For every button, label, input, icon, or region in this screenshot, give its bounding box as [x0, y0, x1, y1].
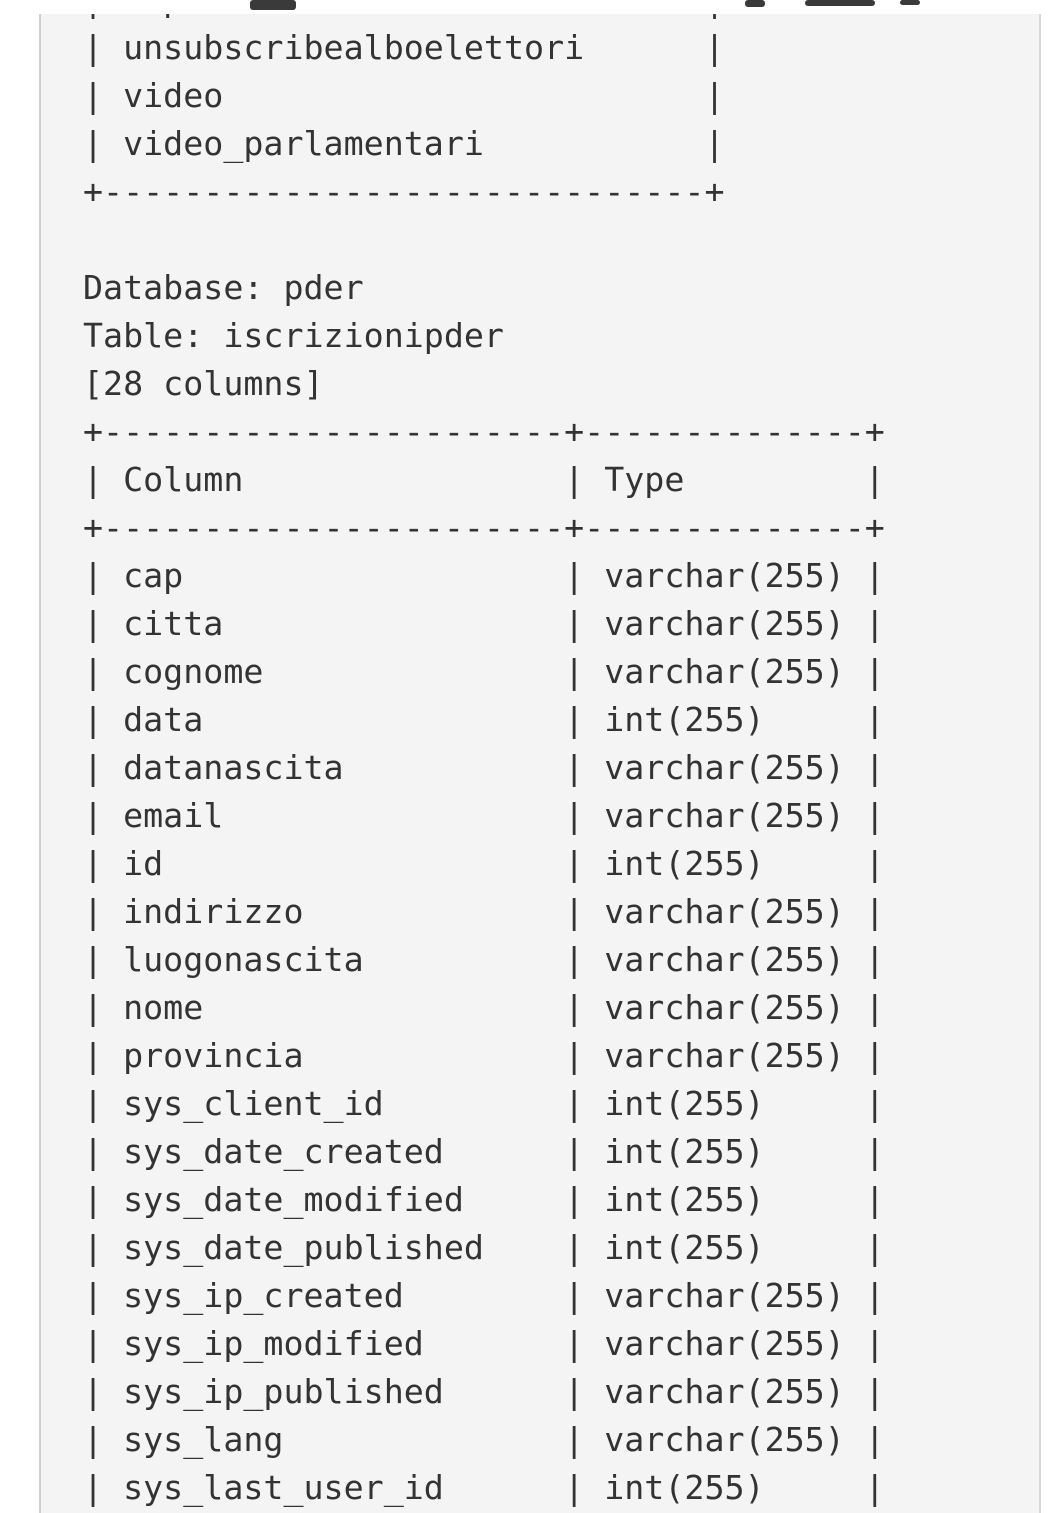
output-line: | nome | varchar(255) | — [83, 988, 885, 1027]
output-line: | indirizzo | varchar(255) | — [83, 892, 885, 931]
output-line: | sys_date_modified | int(255) | — [83, 1180, 885, 1219]
code-output-block: | tiporesta | | unsubscribealboelettori |… — [39, 14, 1041, 1513]
output-line: | cognome | varchar(255) | — [83, 652, 885, 691]
output-line: | video_parlamentari | — [83, 124, 725, 163]
output-line: | cap | varchar(255) | — [83, 556, 885, 595]
output-line: | citta | varchar(255) | — [83, 604, 885, 643]
sql-output-text: | tiporesta | | unsubscribealboelettori |… — [83, 14, 885, 1512]
output-line: | sys_lang | varchar(255) | — [83, 1420, 885, 1459]
output-line: | sys_ip_created | varchar(255) | — [83, 1276, 885, 1315]
output-line: | luogonascita | varchar(255) | — [83, 940, 885, 979]
output-line: | sys_client_id | int(255) | — [83, 1084, 885, 1123]
output-line: | video | — [83, 76, 725, 115]
output-line: | data | int(255) | — [83, 700, 885, 739]
output-line: | provincia | varchar(255) | — [83, 1036, 885, 1075]
output-line: +-----------------------+--------------+ — [83, 508, 885, 547]
output-line: | sys_date_published | int(255) | — [83, 1228, 885, 1267]
output-line: | datanascita | varchar(255) | — [83, 748, 885, 787]
output-line: | sys_last_user_id | int(255) | — [83, 1468, 885, 1507]
output-line: | sys_ip_modified | varchar(255) | — [83, 1324, 885, 1363]
cropped-glyph — [900, 0, 920, 5]
cropped-glyph — [250, 0, 296, 10]
output-line: +------------------------------+ — [83, 172, 725, 211]
output-line: | sys_ip_published | varchar(255) | — [83, 1372, 885, 1411]
output-line — [83, 216, 885, 264]
output-line: | unsubscribealboelettori | — [83, 28, 725, 67]
output-line: Database: pder — [83, 268, 364, 307]
output-line: [28 columns] — [83, 364, 324, 403]
output-line: | tiporesta | — [83, 14, 885, 24]
cropped-glyph — [805, 0, 875, 6]
cropped-header-strip — [0, 0, 1057, 14]
output-line: | email | varchar(255) | — [83, 796, 885, 835]
cropped-glyph — [745, 0, 765, 7]
output-line: | Column | Type | — [83, 460, 885, 499]
output-line: Table: iscrizionipder — [83, 316, 504, 355]
output-line: | id | int(255) | — [83, 844, 885, 883]
output-line: +-----------------------+--------------+ — [83, 412, 885, 451]
output-line: | sys_date_created | int(255) | — [83, 1132, 885, 1171]
